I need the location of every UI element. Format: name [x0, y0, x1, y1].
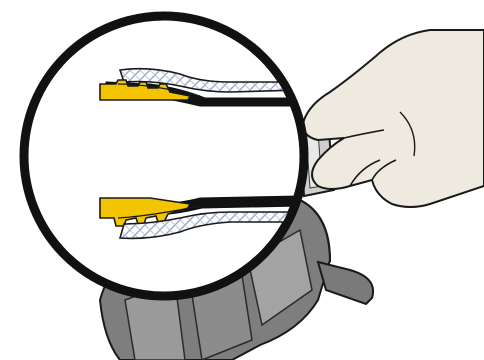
- crimp-tool-arm: [318, 262, 373, 304]
- magnifier-ring: [24, 16, 304, 296]
- magnifier-circle: [24, 16, 304, 296]
- hand-icon: [303, 30, 484, 207]
- hand-shape: [303, 30, 484, 207]
